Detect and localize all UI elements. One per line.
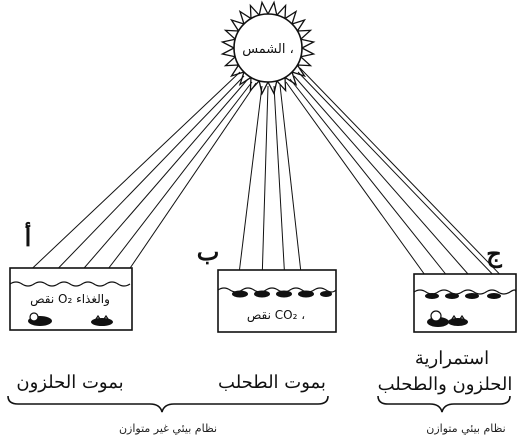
aquarium-b-letter: ب (197, 237, 220, 266)
caption-b: بموت الطحلب (218, 372, 326, 393)
aquarium-a: أ نقص O₂ والغذاء (10, 220, 132, 330)
aquarium-b-label: نقص CO₂ ، (247, 308, 305, 323)
label-unbalanced: نظام بيئي غير متوازن (119, 422, 217, 435)
label-balanced: نظام بيئي متوازن (426, 422, 505, 435)
brace-unbalanced (8, 396, 328, 412)
brace-balanced (378, 396, 510, 412)
sun-label: الشمس ، (242, 42, 294, 57)
light-rays (20, 68, 515, 290)
aquarium-c-letter: ج (486, 239, 502, 269)
aquarium-a-label: نقص O₂ والغذاء (30, 292, 110, 307)
aquarium-b: ب نقص CO₂ ، (197, 237, 336, 332)
aquarium-a-letter: أ (25, 220, 32, 252)
caption-c-line1: استمرارية (415, 348, 489, 369)
caption-a: بموت الحلزون (16, 372, 123, 393)
caption-c-line2: الحلزون والطحلب (378, 374, 513, 395)
sun-icon: الشمس ، (222, 2, 313, 93)
